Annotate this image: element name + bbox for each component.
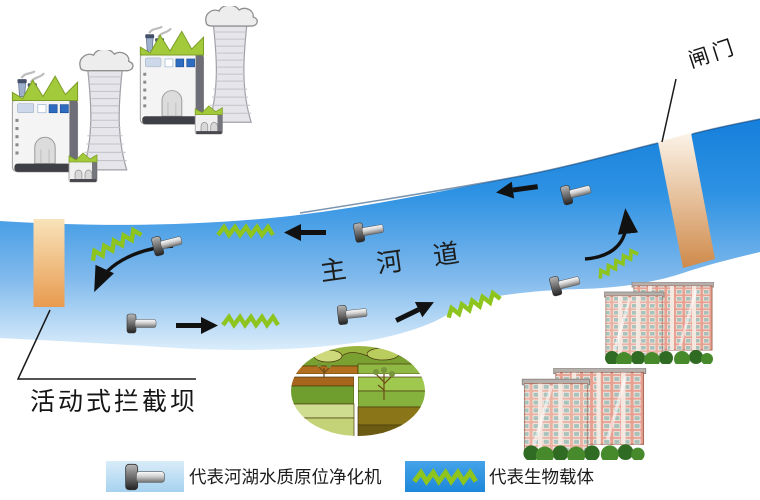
top-bank-shadow-line [299, 118, 760, 214]
curved-flow-arrow-near-gate [584, 208, 639, 261]
gate-callout-line [661, 78, 677, 143]
dam-label: 活动式拦截坝 [30, 389, 199, 416]
purifier-machine-icon [125, 463, 165, 490]
residential-buildings-1 [604, 282, 714, 364]
factory-cluster-1 [12, 49, 133, 182]
legend-swatch-bio-carrier [405, 461, 485, 492]
legend-label-bio-carrier: 代表生物载体 [489, 467, 594, 487]
sluice-gate [658, 133, 715, 268]
movable-interception-dam [33, 219, 65, 307]
factory-cluster-2 [140, 5, 257, 134]
river-channel [0, 118, 760, 350]
residential-buildings-2 [520, 368, 648, 460]
dam-callout-line [16, 309, 196, 380]
legend-label-purifier: 代表河湖水质原位净化机 [189, 467, 382, 487]
legend-swatch-purifier [106, 461, 184, 492]
farmland [288, 344, 428, 439]
bio-carrier-icon [412, 468, 478, 486]
